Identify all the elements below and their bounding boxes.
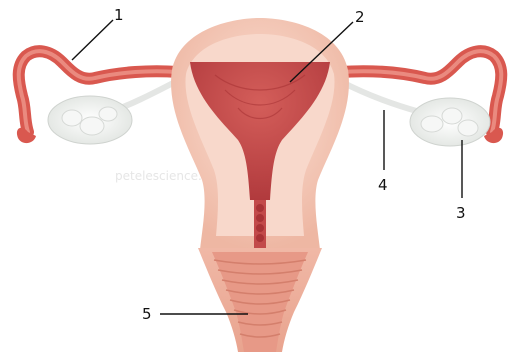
leader-line-1 bbox=[72, 20, 113, 60]
label-1: 1 bbox=[114, 6, 124, 24]
vagina bbox=[198, 248, 322, 352]
uterus bbox=[171, 18, 349, 250]
right-ovary bbox=[410, 98, 490, 146]
label-3: 3 bbox=[456, 204, 466, 222]
label-4: 4 bbox=[378, 176, 388, 194]
label-5: 5 bbox=[142, 305, 152, 323]
right-ovarian-ligament bbox=[342, 82, 420, 112]
label-2: 2 bbox=[355, 8, 365, 26]
left-ovary bbox=[48, 96, 132, 144]
